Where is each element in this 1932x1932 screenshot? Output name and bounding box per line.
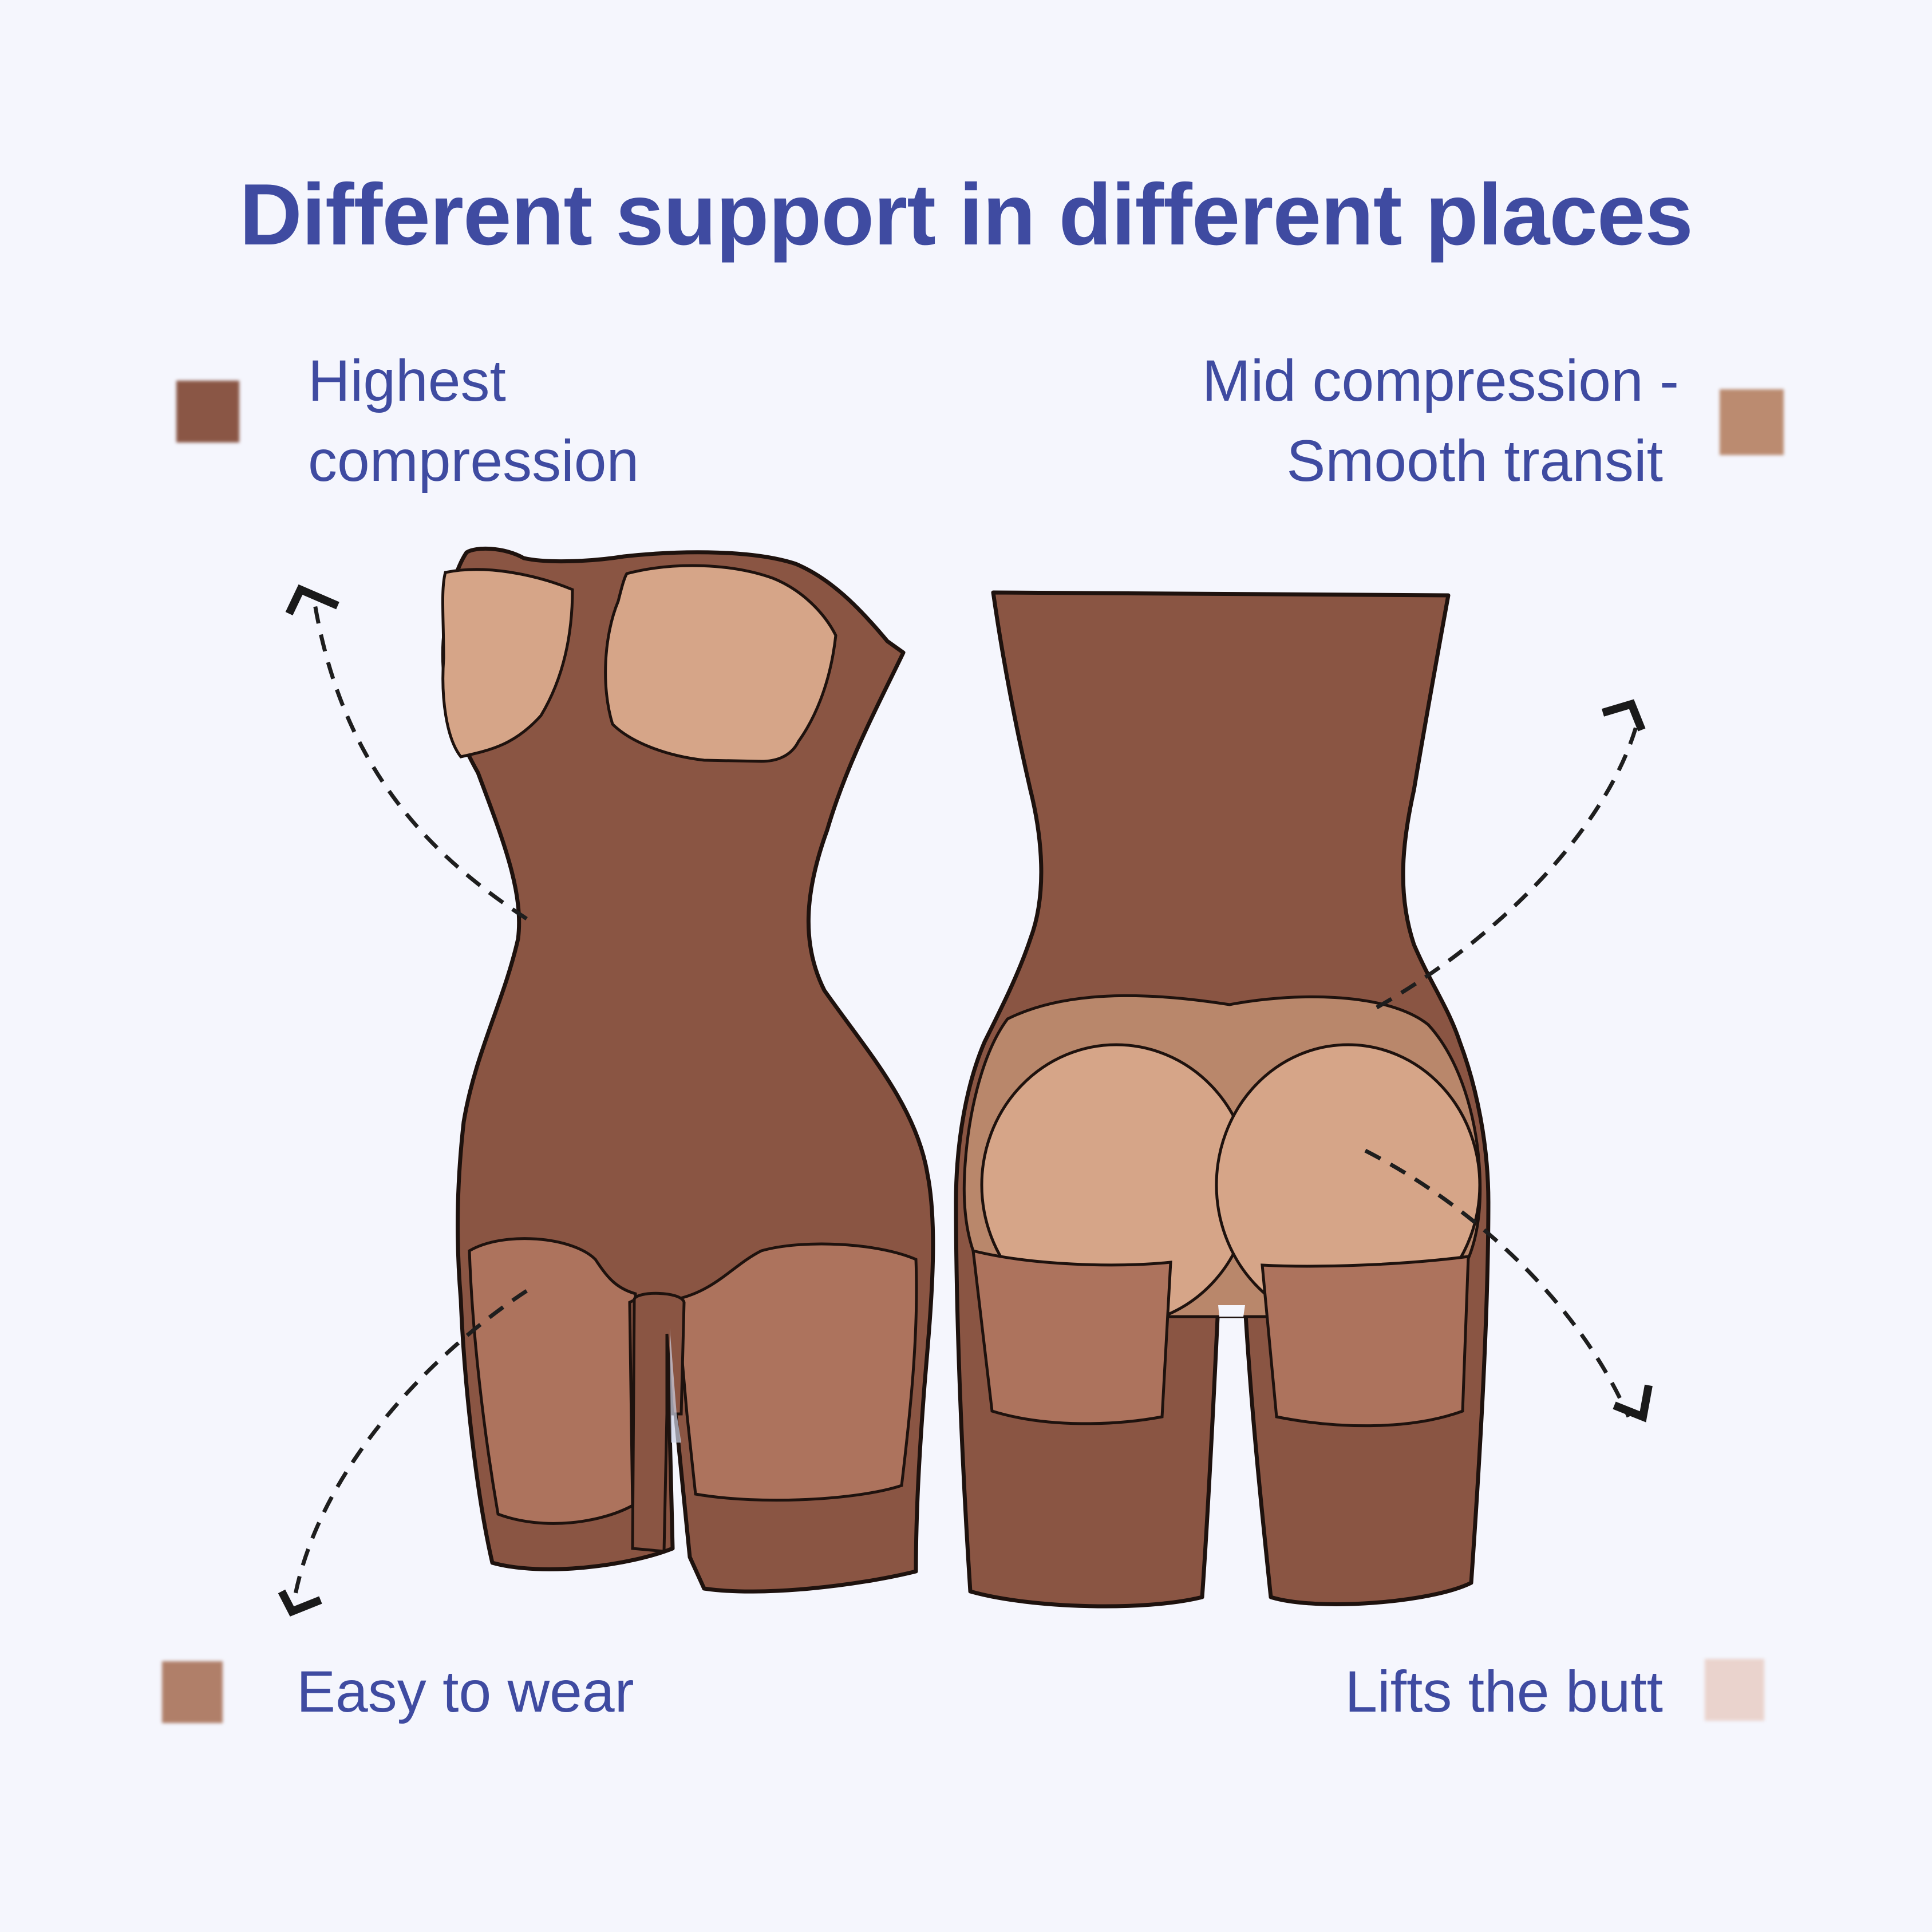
mid-compression-line2: Smooth transit <box>1286 428 1663 493</box>
easy-to-wear-swatch <box>162 1661 223 1723</box>
highest-compression-line2: compression <box>308 428 639 493</box>
lifts-the-butt-swatch <box>1705 1659 1764 1721</box>
back-shorts-illustration <box>954 590 1491 1609</box>
highest-compression-label: Highest compression <box>308 341 639 501</box>
mid-compression-swatch <box>1720 389 1784 455</box>
arrow-lifts-the-butt <box>1364 1148 1631 1418</box>
arrowheads <box>278 584 1653 1617</box>
easy-to-wear-label: Easy to wear <box>297 1659 634 1724</box>
arrowhead-bottom-left-icon <box>278 1589 322 1617</box>
front-bodysuit-illustration <box>441 547 935 1594</box>
mid-compression-label: Mid compression - Smooth transit <box>1202 341 1679 501</box>
arrow-mid-compression <box>1376 718 1641 1010</box>
arrow-highest-compression <box>313 603 528 920</box>
arrowhead-top-left-icon <box>285 584 339 616</box>
page-title: Different support in different places <box>239 166 1693 263</box>
arrowhead-bottom-right-icon <box>1613 1384 1653 1423</box>
highest-compression-line1: Highest <box>308 348 506 413</box>
mid-compression-line1: Mid compression - <box>1202 348 1679 413</box>
highest-compression-swatch <box>176 381 239 442</box>
lifts-the-butt-label: Lifts the butt <box>1345 1659 1663 1724</box>
dashed-arrows <box>293 603 1641 1598</box>
arrowhead-top-right-icon <box>1601 699 1646 732</box>
